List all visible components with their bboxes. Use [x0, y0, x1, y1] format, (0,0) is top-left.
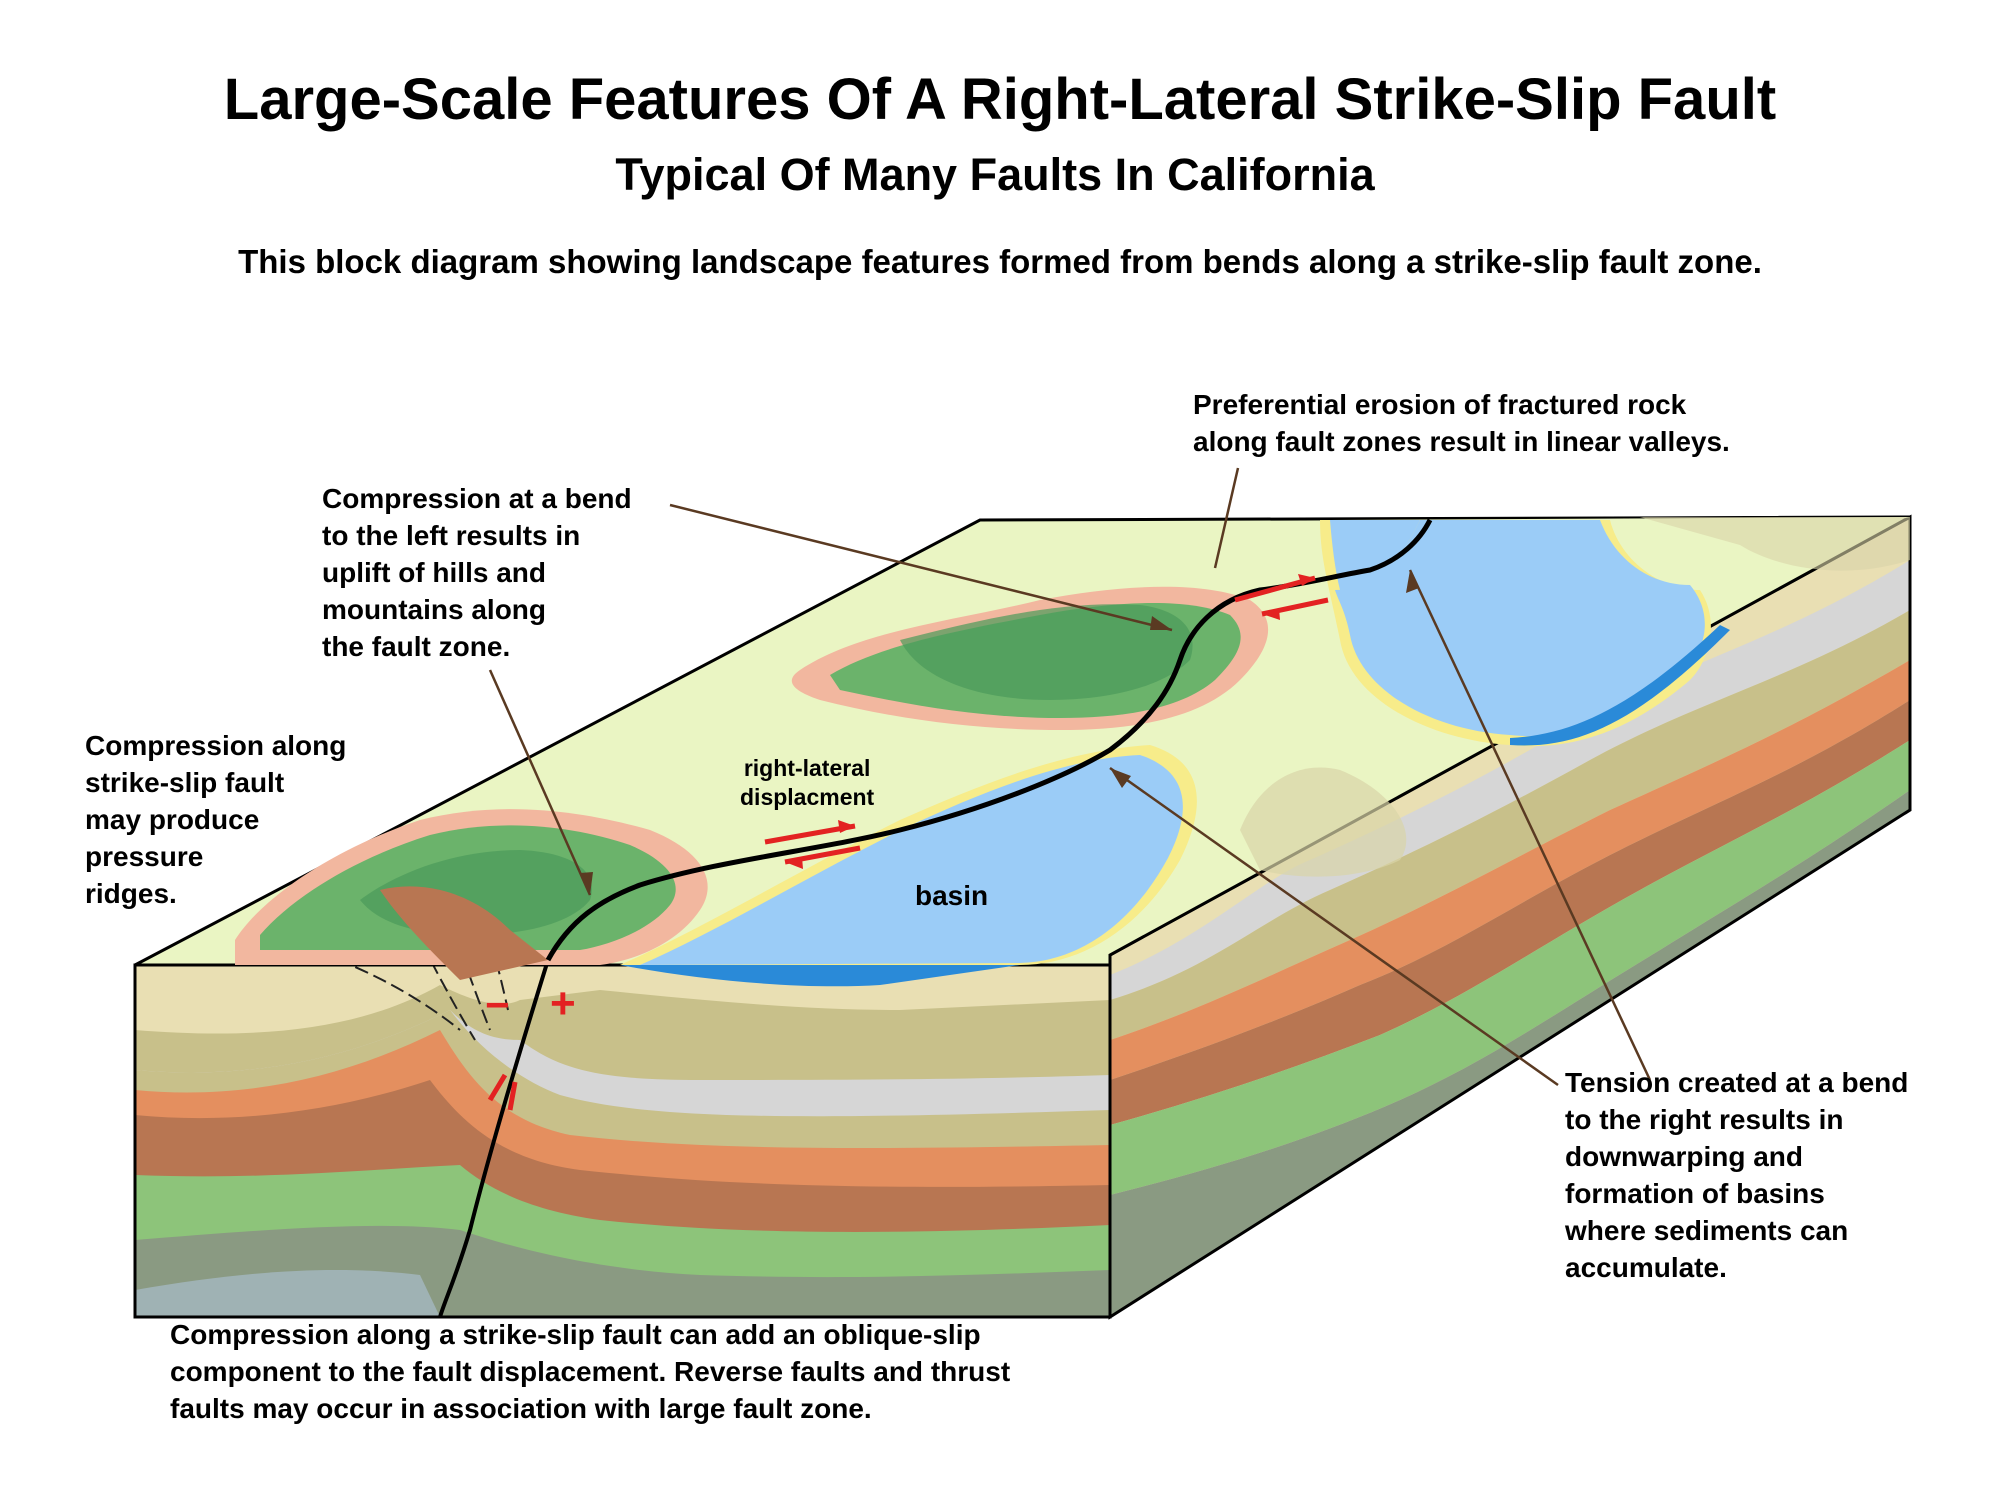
leader-lines: [488, 467, 1652, 1087]
leader-arrowheads: [580, 570, 1419, 895]
basin-upper: [1320, 520, 1730, 747]
front-face: [133, 879, 1112, 1319]
page-subtitle: Typical Of Many Faults In California: [615, 149, 1375, 200]
plus-sign: +: [550, 979, 576, 1028]
fault-trace: [545, 518, 1433, 962]
note-compression-bend: Compression at a bend to the left result…: [322, 483, 632, 662]
label-basin: basin: [915, 880, 989, 911]
note-pressure-ridges: Compression along strike-slip fault may …: [85, 730, 347, 909]
arrowheads: [785, 574, 1315, 869]
note-erosion: Preferential erosion of fractured rock a…: [1193, 389, 1730, 457]
note-oblique-slip: Compression along a strike-slip fault ca…: [170, 1319, 1011, 1424]
page-title: Large-Scale Features Of A Right-Lateral …: [223, 67, 1777, 132]
basin-lower: [620, 745, 1197, 987]
label-displacement: right-lateral displacment: [740, 755, 875, 810]
note-tension: Tension created at a bend to the right r…: [1565, 1067, 1909, 1283]
hills-upper: [791, 586, 1269, 730]
intro-text: This block diagram showing landscape fea…: [238, 243, 1762, 280]
minus-sign: −: [485, 981, 510, 1028]
